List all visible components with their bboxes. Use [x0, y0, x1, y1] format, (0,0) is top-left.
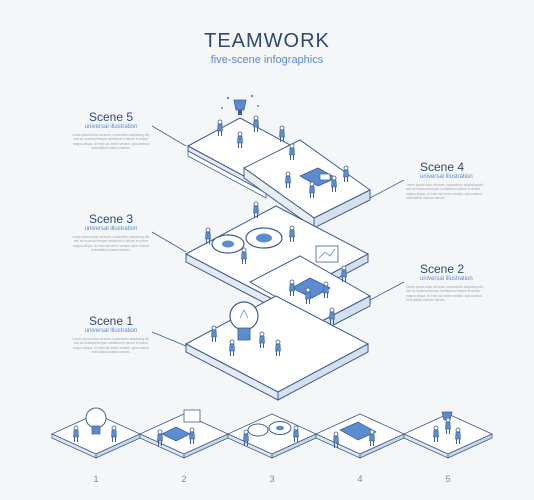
trophy-icon [221, 94, 259, 115]
scene-3-title: Scene 3 [88, 212, 134, 226]
scene-2-block: Scene 2 universal illustration Lorem ips… [406, 262, 496, 303]
scene-3-body: Lorem ipsum dolor sit amet, consectetur … [72, 235, 150, 253]
scene-3-subtitle: universal illustration [84, 226, 138, 232]
meeting-table-icon [291, 245, 339, 299]
thumbnail-1 [51, 407, 141, 459]
scene-4-subtitle: universal illustration [420, 174, 473, 180]
scene-5-subtitle: universal illustration [84, 124, 138, 130]
scene-1-title: Scene 1 [88, 314, 134, 328]
scene-5-body: Lorem ipsum dolor sit amet, consectetur … [72, 133, 150, 151]
scene-4-title: Scene 4 [420, 160, 465, 174]
thumbnail-5 [403, 411, 493, 459]
scene-5-block: Scene 5 universal illustration Lorem ips… [68, 110, 154, 151]
gears-icon [211, 227, 283, 254]
scene-1-subtitle: universal illustration [84, 328, 138, 334]
thumbnail-4 [315, 413, 405, 459]
scene-4-block: Scene 4 universal illustration Lorem ips… [406, 160, 496, 201]
connector-lines [151, 125, 405, 347]
scene-2-body: Lorem ipsum dolor sit amet, consectetur … [406, 285, 484, 303]
thumbnail-label-5: 5 [445, 474, 451, 484]
thumbnail-label-3: 3 [269, 474, 275, 484]
page-subtitle: five-scene infographics [210, 54, 324, 66]
lightbulb-icon [229, 301, 259, 341]
scene-1-block: Scene 1 universal illustration Lorem ips… [68, 314, 154, 355]
scene-2-subtitle: universal illustration [420, 276, 473, 282]
thumbnail-label-2: 2 [181, 474, 187, 484]
page-title: TEAMWORK [204, 30, 330, 52]
thumbnail-3 [227, 413, 317, 459]
thumbnail-2 [139, 409, 229, 459]
thumbnail-label-1: 1 [93, 474, 99, 484]
scene-5-title: Scene 5 [88, 110, 134, 124]
scene-3-block: Scene 3 universal illustration Lorem ips… [68, 212, 154, 253]
scene-4-body: Lorem ipsum dolor sit amet, consectetur … [406, 183, 484, 201]
thumbnail-label-4: 4 [357, 474, 363, 484]
scene-2-title: Scene 2 [420, 262, 465, 276]
scene-1-body: Lorem ipsum dolor sit amet, consectetur … [72, 337, 150, 355]
